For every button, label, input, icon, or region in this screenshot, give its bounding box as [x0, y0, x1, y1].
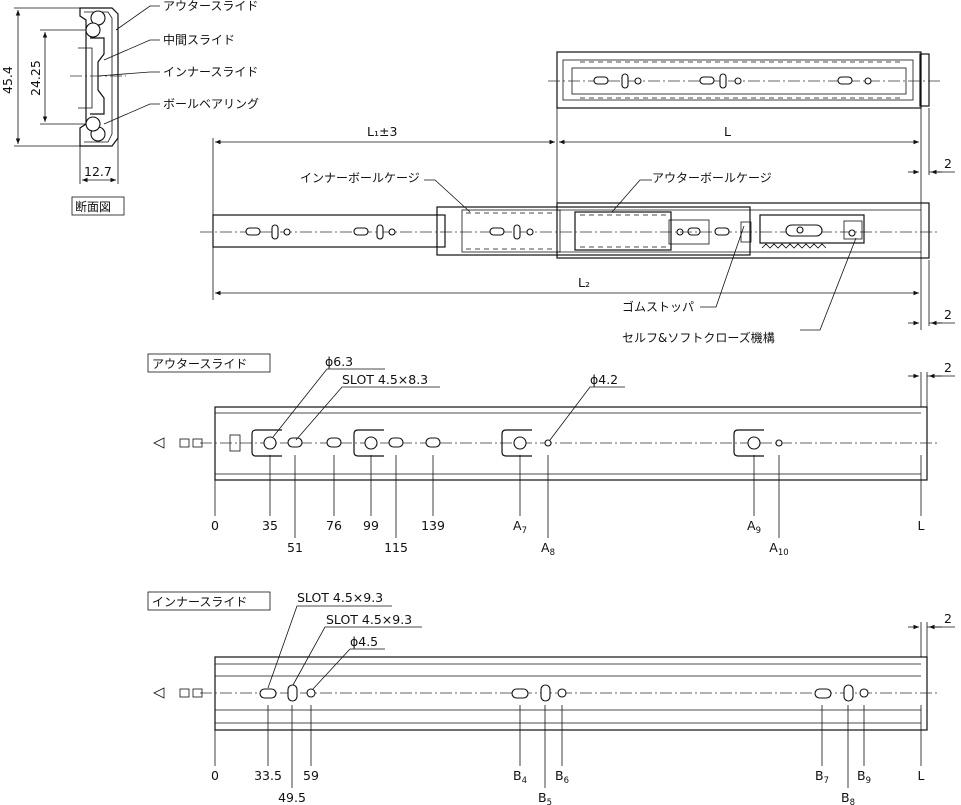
outer-position-label: A8 — [541, 540, 555, 558]
label-ball-bearing: ボールベアリング — [163, 97, 259, 111]
inner-position-label: 33.5 — [254, 768, 282, 783]
callout-hole-4-2: ϕ4.2 — [590, 372, 618, 387]
inner-position-label-subscript: 4 — [522, 776, 527, 786]
callout-hole-4-5: ϕ4.5 — [350, 634, 378, 649]
dim-l2: L₂ — [578, 275, 590, 290]
outer-position-label-subscript: 10 — [778, 548, 789, 558]
inner-position-label-subscript: 8 — [850, 798, 855, 805]
cross-section-view — [14, 5, 160, 216]
inner-position-label: B7 — [815, 768, 829, 786]
outer-position-label: A10 — [769, 540, 788, 558]
inner-position-label: B9 — [857, 768, 871, 786]
outer-position-label: A7 — [513, 518, 527, 536]
outer-slide-title: アウタースライド — [152, 357, 247, 371]
inner-position-label: 59 — [303, 768, 319, 783]
outer-position-label: 139 — [421, 518, 445, 533]
inner-slide-view — [147, 591, 955, 731]
dim-height: 45.4 — [0, 66, 15, 94]
outer-position-label: L — [918, 518, 925, 533]
inner-position-label-subscript: 5 — [547, 798, 552, 805]
inner-slide-gap: 2 — [944, 611, 952, 626]
outer-position-label-subscript: 9 — [756, 526, 761, 536]
callout-rubber-stopper: ゴムストッパ — [622, 299, 694, 314]
callout-inner-ball-cage: インナーボールケージ — [300, 171, 420, 185]
dim-l: L — [724, 124, 731, 139]
outer-position-label-subscript: 8 — [550, 548, 555, 558]
dim-gap-top: 2 — [944, 156, 952, 171]
caption-cross-section: 断面図 — [75, 199, 111, 214]
outer-position-label: 35 — [262, 518, 278, 533]
inner-position-label-subscript: 9 — [866, 776, 871, 786]
outer-position-label-subscript: 7 — [522, 526, 527, 536]
inner-slide-title: インナースライド — [152, 595, 247, 609]
outer-slide-view — [147, 353, 955, 481]
callout-slot-outer: SLOT 4.5×8.3 — [342, 372, 428, 387]
outer-position-label: 99 — [363, 518, 379, 533]
outer-position-label: 76 — [326, 518, 342, 533]
outer-position-label: 115 — [384, 540, 408, 555]
dim-l1: L₁±3 — [367, 124, 397, 139]
top-view — [548, 51, 940, 109]
callout-outer-ball-cage: アウターボールケージ — [652, 171, 772, 185]
inner-position-label-subscript: 7 — [824, 776, 829, 786]
dim-pitch: 24.25 — [28, 60, 43, 96]
inner-position-label-subscript: 6 — [564, 776, 569, 786]
label-middle-slide: 中間スライド — [163, 32, 235, 47]
label-inner-slide: インナースライド — [163, 65, 258, 79]
callout-soft-close: セルフ&ソフトクローズ機構 — [622, 330, 775, 345]
callout-hole-6-3: ϕ6.3 — [325, 354, 353, 369]
outer-position-label: A9 — [747, 518, 761, 536]
side-view — [200, 108, 955, 331]
callout-slot-inner-1: SLOT 4.5×9.3 — [297, 590, 383, 605]
inner-position-label: 0 — [211, 768, 219, 783]
inner-position-label: B4 — [513, 768, 527, 786]
inner-position-label: B6 — [555, 768, 569, 786]
outer-position-label: 51 — [287, 540, 303, 555]
label-outer-slide: アウタースライド — [163, 0, 258, 13]
outer-slide-gap: 2 — [944, 360, 952, 375]
inner-position-label: B5 — [538, 790, 552, 805]
inner-position-label: 49.5 — [278, 790, 306, 805]
dim-width: 12.7 — [84, 164, 112, 179]
inner-position-label: B8 — [841, 790, 855, 805]
dim-gap-bottom: 2 — [944, 307, 952, 322]
callout-slot-inner-2: SLOT 4.5×9.3 — [326, 612, 412, 627]
inner-position-label: L — [918, 768, 925, 783]
outer-position-label: 0 — [211, 518, 219, 533]
